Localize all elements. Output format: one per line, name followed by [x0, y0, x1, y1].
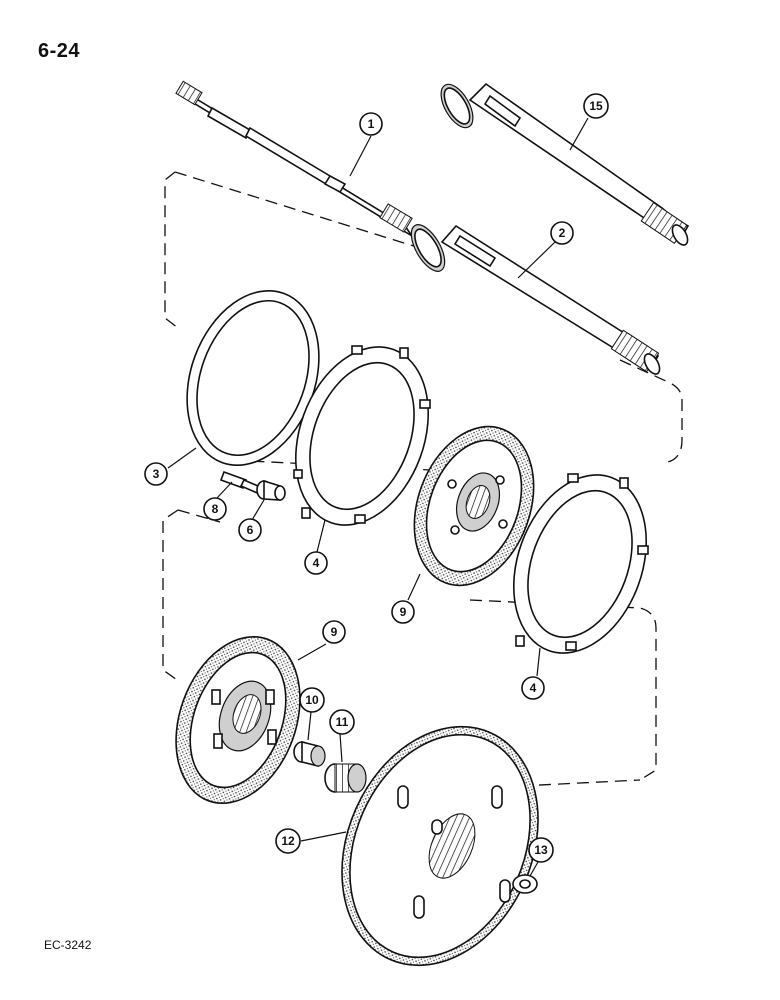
leader-8 [216, 481, 233, 499]
callout-6: 6 [238, 518, 262, 542]
callout-4-upper: 4 [304, 551, 328, 575]
svg-text:11: 11 [336, 715, 349, 729]
input-shaft [175, 80, 413, 237]
washer [512, 874, 538, 894]
svg-text:4: 4 [530, 681, 537, 695]
svg-text:8: 8 [212, 502, 219, 516]
leader-6 [251, 499, 265, 521]
callout-12: 12 [275, 828, 301, 854]
svg-text:15: 15 [589, 99, 603, 113]
hub-bushing [293, 740, 326, 768]
leader-4b [536, 647, 541, 677]
bushing [256, 479, 286, 501]
flywheel-gear [341, 725, 539, 967]
friction-disc-upper [413, 425, 535, 587]
leader-13 [529, 861, 539, 877]
leader-2 [517, 241, 556, 279]
svg-text:3: 3 [153, 467, 160, 481]
callout-11: 11 [329, 709, 355, 735]
lower-assembly-outline [162, 459, 657, 787]
callout-13: 13 [528, 837, 554, 863]
callout-9-upper: 9 [391, 600, 415, 624]
figure-code: EC-3242 [44, 938, 92, 952]
svg-text:4: 4 [313, 556, 320, 570]
leader-9a [407, 573, 421, 601]
callout-9-lower: 9 [322, 620, 346, 644]
upper-assembly-outline [164, 171, 683, 463]
svg-text:2: 2 [559, 226, 566, 240]
page-number: 6-24 [38, 40, 81, 62]
steel-plate-lower [512, 473, 649, 654]
svg-text:9: 9 [331, 625, 338, 639]
svg-text:12: 12 [281, 834, 295, 848]
gear-shaft-lower [410, 224, 661, 375]
svg-text:1: 1 [368, 117, 375, 131]
splined-coupler [324, 763, 367, 793]
callout-3: 3 [144, 462, 168, 486]
friction-disc-lower [175, 635, 301, 805]
svg-text:10: 10 [305, 693, 319, 707]
leader-1 [349, 135, 372, 177]
leader-3 [167, 447, 197, 469]
callout-4-lower: 4 [521, 676, 545, 700]
leader-9b [297, 643, 327, 661]
leader-11 [339, 733, 343, 763]
leader-15 [569, 117, 589, 151]
callout-2: 2 [550, 221, 574, 245]
leader-10 [307, 711, 312, 741]
leader-12 [300, 831, 347, 842]
callout-15: 15 [583, 93, 609, 119]
steel-plate-upper [293, 345, 431, 526]
leader-4a [316, 519, 326, 553]
callout-1: 1 [359, 112, 383, 136]
gear-shaft-upper [440, 82, 690, 246]
callout-10: 10 [299, 687, 325, 713]
svg-text:13: 13 [534, 843, 548, 857]
separator-ring [186, 290, 320, 466]
callout-8: 8 [203, 497, 227, 521]
svg-text:9: 9 [400, 605, 407, 619]
svg-text:6: 6 [247, 523, 254, 537]
